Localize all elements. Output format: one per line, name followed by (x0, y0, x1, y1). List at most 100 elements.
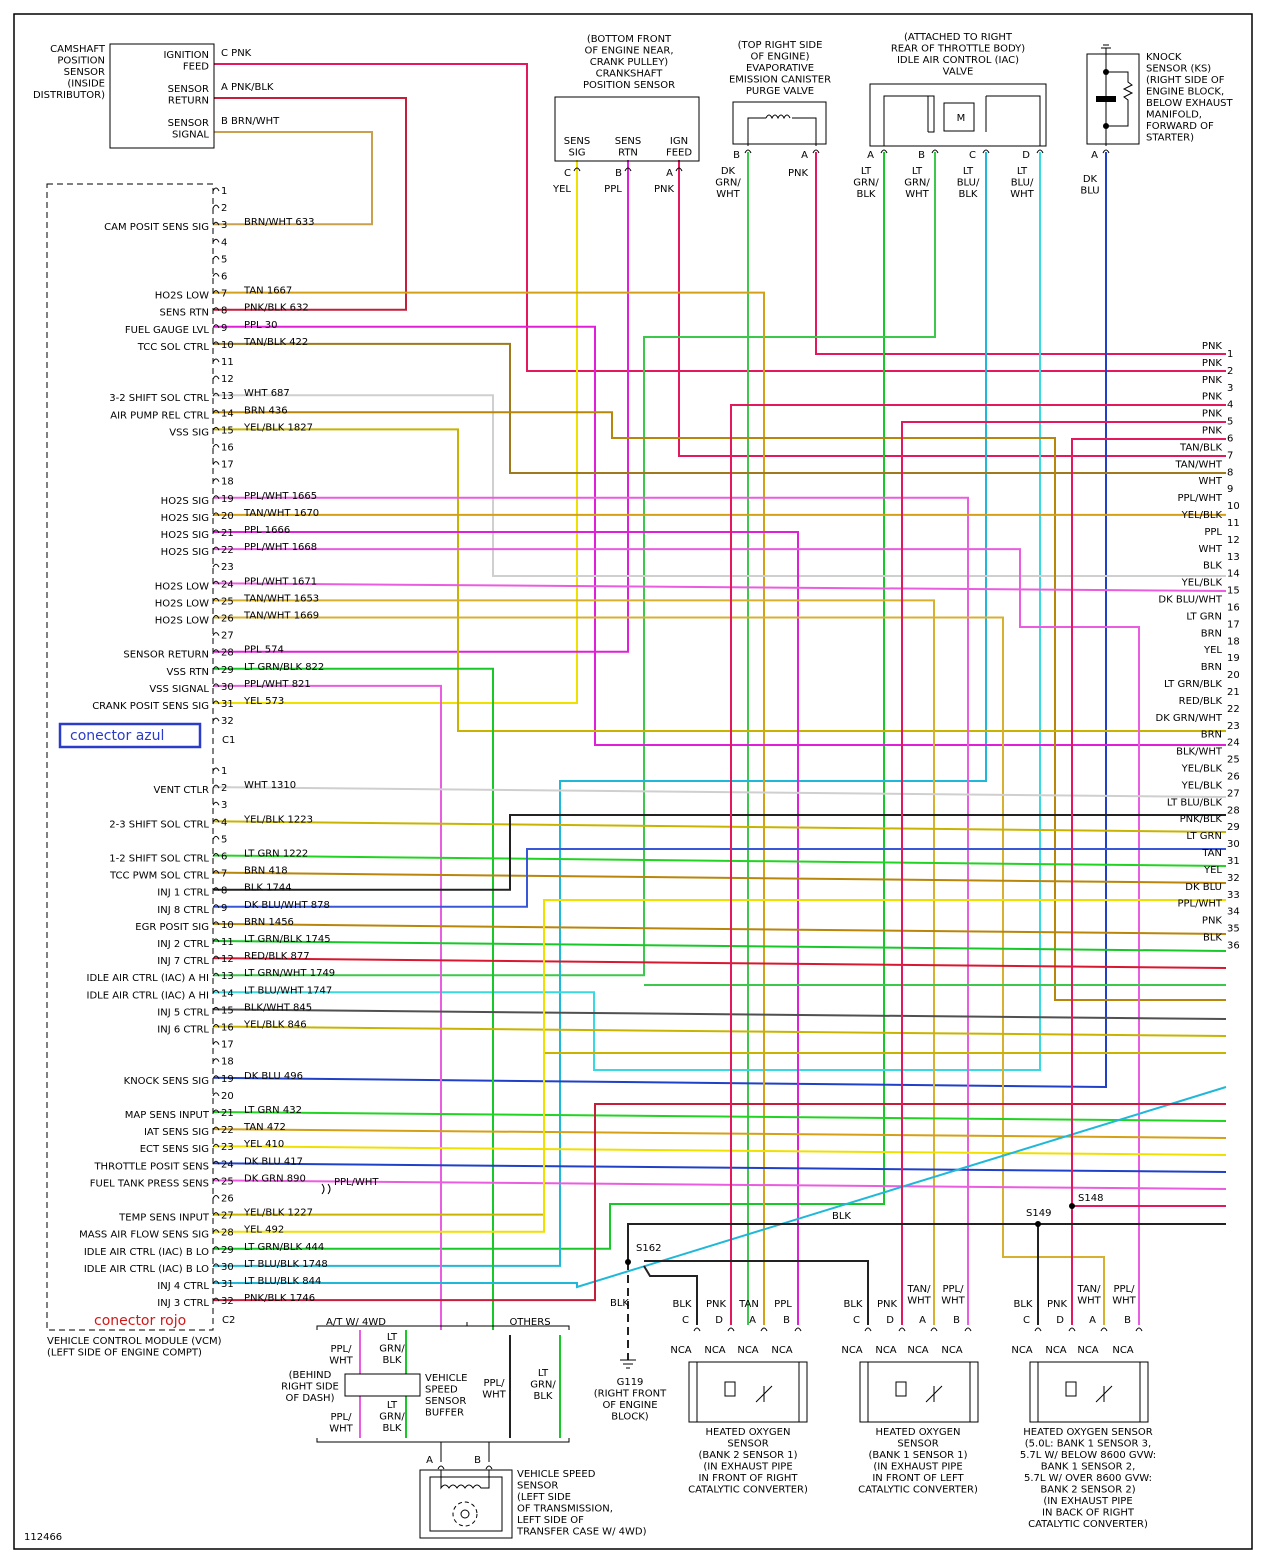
right-conn-pin-number: 17 (1227, 619, 1240, 630)
vss-sensor-name: LEFT SIDE OF (517, 1515, 584, 1526)
o2-title: CATALYTIC CONVERTER) (688, 1485, 808, 1496)
right-conn-pin-number: 21 (1227, 687, 1240, 698)
vcm-c2-terminal (212, 904, 220, 909)
camshaft-wire-label: A PNK/BLK (221, 82, 274, 93)
vcm-c2-pin-name: ECT SENS SIG (140, 1144, 209, 1155)
vcm-c1-pin-number: 32 (221, 716, 234, 727)
iac-wire-color: GRN/ (904, 178, 930, 189)
vcm-c1-pin-number: 12 (221, 374, 234, 385)
evap-title: EMISSION CANISTER (729, 75, 831, 86)
vss-wire-color: LT (538, 1368, 549, 1379)
vcm-c2-pin-number: 9 (221, 903, 227, 914)
vss-sensor-name: VEHICLE SPEED (517, 1469, 596, 1480)
vcm-c2-pin-name: TCC PWM SOL CTRL (109, 871, 209, 882)
right-conn-color: DK GRN/WHT (1156, 713, 1223, 724)
vcm-c2-wire-label: LT BLU/BLK 1748 (244, 1259, 328, 1270)
vcm-c2-pin-number: 19 (221, 1074, 234, 1085)
vcm-c2-wire-label: DK BLU 496 (244, 1071, 303, 1082)
inline-connector-mark (321, 1183, 331, 1195)
vss-sensor-name: OF TRANSMISSION, (517, 1504, 613, 1515)
vss-sensor-name: SENSOR (517, 1481, 558, 1492)
o2-terminal (964, 1327, 972, 1332)
right-conn-pin-number: 2 (1227, 366, 1233, 377)
vcm-c2-wire-label: PNK/BLK 1746 (244, 1293, 315, 1304)
vcm-c1-pin-name: CAM POSIT SENS SIG (104, 222, 209, 233)
vcm-c1-terminal (212, 426, 220, 431)
iac-wire-color: BLU/ (1011, 178, 1034, 189)
iac-wire-color: LT (912, 166, 923, 177)
iac-terminal (1036, 149, 1044, 154)
iac-terminal (982, 149, 990, 154)
crank-pin-name: FEED (666, 148, 692, 159)
vcm-c1-terminal (212, 444, 220, 448)
camshaft-title: CAMSHAFT (50, 44, 106, 55)
vcm-c2-pin-name: 2-3 SHIFT SOL CTRL (109, 819, 209, 830)
vss-wire-color: GRN/ (530, 1380, 556, 1391)
vcm-c1-terminal (212, 273, 220, 277)
vcm-c2-terminal (212, 801, 220, 806)
crank-wire-color: YEL (552, 184, 571, 195)
vcm-c1-pin-number: 28 (221, 648, 234, 659)
iac-coil-b (985, 95, 1041, 146)
vcm-c1-terminal (212, 392, 220, 397)
vcm-c2-terminal (212, 1024, 220, 1028)
iac-wire-color: GRN/ (853, 178, 879, 189)
o2-title: 5.7L W/ BELOW 8600 GVW: (1020, 1450, 1156, 1461)
vcm-c1-terminal (212, 358, 220, 363)
right-conn-color: PNK (1202, 358, 1223, 369)
vss-wire-color: BLK (383, 1355, 402, 1366)
right-conn-color: PPL (1204, 527, 1222, 538)
vss-buffer-location: (BEHIND (289, 1370, 332, 1381)
wire-cam-ign-feed (214, 63, 1226, 372)
vcm-c2-pin-number: 3 (221, 800, 227, 811)
vcm-c2-pin-name: MASS AIR FLOW SENS SIG (79, 1230, 209, 1241)
right-conn-color: LT GRN (1186, 831, 1222, 842)
o2-title: 5.7L W/ OVER 8600 GVW: (1024, 1473, 1152, 1484)
vcm-c2-terminal (212, 972, 220, 977)
wire-iac-d (214, 152, 1041, 1071)
wire-c2-25 (213, 1179, 1227, 1190)
vcm-c1-pin-name: HO2S SIG (161, 530, 209, 541)
vcm-c2-pin-number: 2 (221, 783, 227, 794)
vcm-c1-terminal (212, 409, 220, 414)
vcm-c2-pin-name: IAT SENS SIG (144, 1127, 209, 1138)
vcm-c2-pin-name: IDLE AIR CTRL (IAC) A HI (87, 990, 210, 1001)
vcm-c1-pin-name: VSS SIGNAL (149, 684, 209, 695)
wire-iac-b (214, 152, 936, 977)
vss-branch-left: A/T W/ 4WD (326, 1317, 386, 1328)
wire-crank-rtn (214, 160, 629, 653)
vcm-c2-connector-label: C2 (222, 1315, 235, 1326)
vcm-c1-terminal (212, 683, 220, 688)
vcm-c2-pin-number: 15 (221, 1005, 234, 1016)
vcm-c1-wire-label: PPL/WHT 1668 (244, 542, 317, 553)
vcm-c2-pin-number: 11 (221, 937, 234, 948)
vcm-c1-wire-label: TAN 1667 (243, 286, 292, 297)
vcm-c1-pin-name: HO2S LOW (155, 581, 209, 592)
o2-pin-letter: B (1124, 1315, 1131, 1326)
iac-pin-letter: C (969, 150, 976, 161)
vcm-c1-pin-name: HO2S LOW (155, 616, 209, 627)
evap-terminal (812, 149, 820, 154)
o2-nca-label: NCA (1011, 1345, 1032, 1356)
wire-iac-c (214, 152, 987, 1267)
vss-buffer-name: SENSOR (425, 1396, 466, 1407)
splice-s148 (1069, 1203, 1075, 1209)
camshaft-pin-name: IGNITION (163, 50, 209, 61)
right-conn-color: PNK (1202, 409, 1223, 420)
evap-terminal (744, 149, 752, 154)
wires (213, 63, 1227, 1438)
right-conn-pin-number: 30 (1227, 839, 1240, 850)
vss-buffer-name: VEHICLE (425, 1373, 468, 1384)
vcm-c2-pin-number: 18 (221, 1057, 234, 1068)
vcm-c1-pin-number: 10 (221, 340, 234, 351)
vcm-c1-pin-name: 3-2 SHIFT SOL CTRL (109, 393, 209, 404)
crank-pin-name: SENS (615, 136, 642, 147)
wire-blk-bus (627, 1223, 1226, 1262)
vcm-c1-wire-label: WHT 687 (244, 388, 290, 399)
right-conn-pin-number: 24 (1227, 738, 1240, 749)
vcm-c2-pin-name: MAP SENS INPUT (125, 1110, 210, 1121)
conector-azul-box (58, 722, 202, 749)
o2-wire-color: TAN/ (1076, 1284, 1101, 1295)
vss-wire-color: GRN/ (379, 1412, 405, 1423)
right-conn-color: LT BLU/BLK (1167, 797, 1223, 808)
